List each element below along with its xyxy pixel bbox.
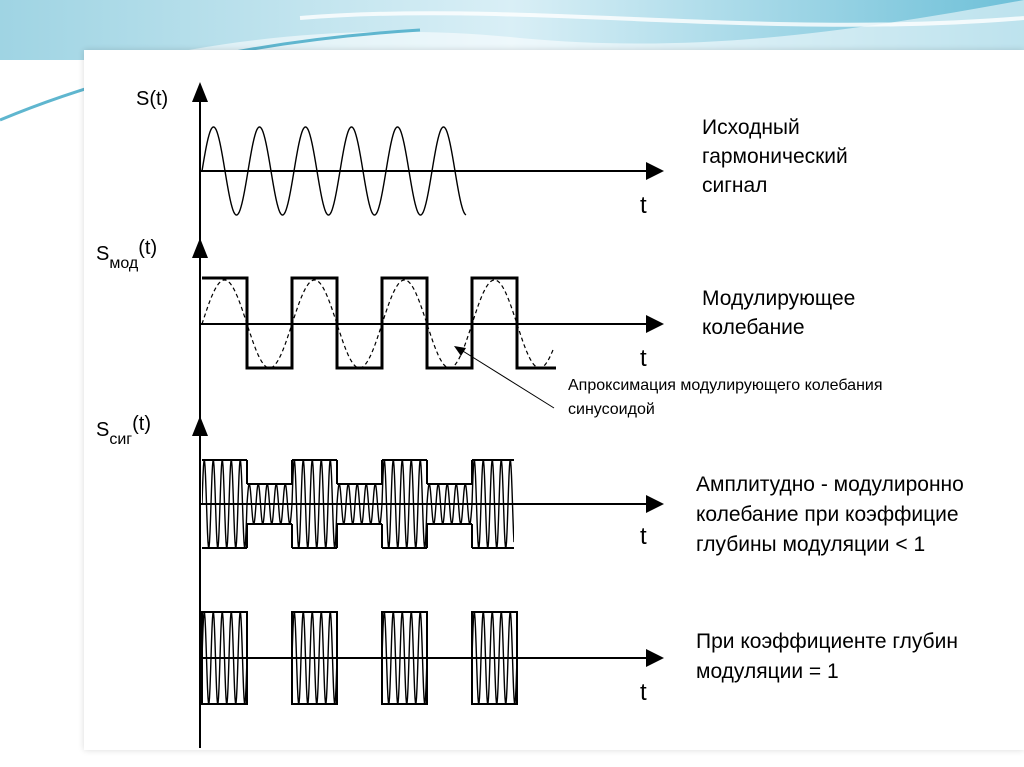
- plot-modulating-signal: Sмод(t) t Модулирующее колебание Апрокси…: [96, 237, 883, 418]
- full-modulation-envelope: [201, 611, 518, 705]
- t-label-2: t: [640, 345, 647, 372]
- time-axis-3-arrow: [646, 495, 664, 513]
- t-label-3: t: [640, 523, 647, 550]
- vertical-axis-arrow-2: [192, 238, 208, 258]
- time-axis-1-arrow: [646, 162, 664, 180]
- plot-am-signal-partial: Sсиг(t) t Амплитудно - модулиронно колеб…: [96, 413, 964, 556]
- vertical-axis-arrow: [192, 82, 208, 102]
- t-label-1: t: [640, 192, 647, 219]
- axis-label-smod: Sмод(t): [96, 237, 157, 272]
- caption-3-line-2: колебание при коэффицие: [696, 503, 959, 526]
- annotation-line-1: Апроксимация модулирующего колебания: [568, 377, 883, 394]
- time-axis-2-arrow: [646, 315, 664, 333]
- caption-2-line-2: колебание: [702, 316, 805, 339]
- t-label-4: t: [640, 679, 647, 706]
- modulation-diagram: S(t) t Исходный гармонический сигнал Sмо…: [96, 82, 964, 748]
- caption-3-line-3: глубины модуляции < 1: [696, 533, 925, 556]
- annotation-pointer-line: [457, 347, 555, 409]
- caption-4-line-1: При коэффициенте глубин: [696, 630, 958, 653]
- caption-4-line-2: модуляции = 1: [696, 660, 839, 683]
- caption-1-line-2: гармонический: [702, 145, 848, 168]
- axis-label-ssig: Sсиг(t): [96, 413, 151, 448]
- time-axis-4-arrow: [646, 649, 664, 667]
- harmonic-wave: [201, 126, 467, 216]
- annotation-line-2: синусоидой: [568, 401, 655, 418]
- am-envelope: [202, 459, 514, 549]
- caption-2-line-1: Модулирующее: [702, 287, 855, 310]
- caption-1-line-1: Исходный: [702, 116, 800, 139]
- slide-content: S(t) t Исходный гармонический сигнал Sмо…: [84, 50, 1024, 750]
- sine-approximation-wave: [201, 279, 555, 369]
- vertical-axis-arrow-3: [192, 416, 208, 436]
- axis-label-s: S(t): [136, 88, 168, 110]
- caption-3-line-1: Амплитудно - модулиронно: [696, 473, 964, 496]
- plot-original-signal: S(t) t Исходный гармонический сигнал: [136, 88, 848, 219]
- plot-am-signal-full: t При коэффициенте глубин модуляции = 1: [200, 611, 958, 706]
- caption-1-line-3: сигнал: [702, 174, 767, 197]
- annotation-pointer-arrow: [454, 346, 466, 356]
